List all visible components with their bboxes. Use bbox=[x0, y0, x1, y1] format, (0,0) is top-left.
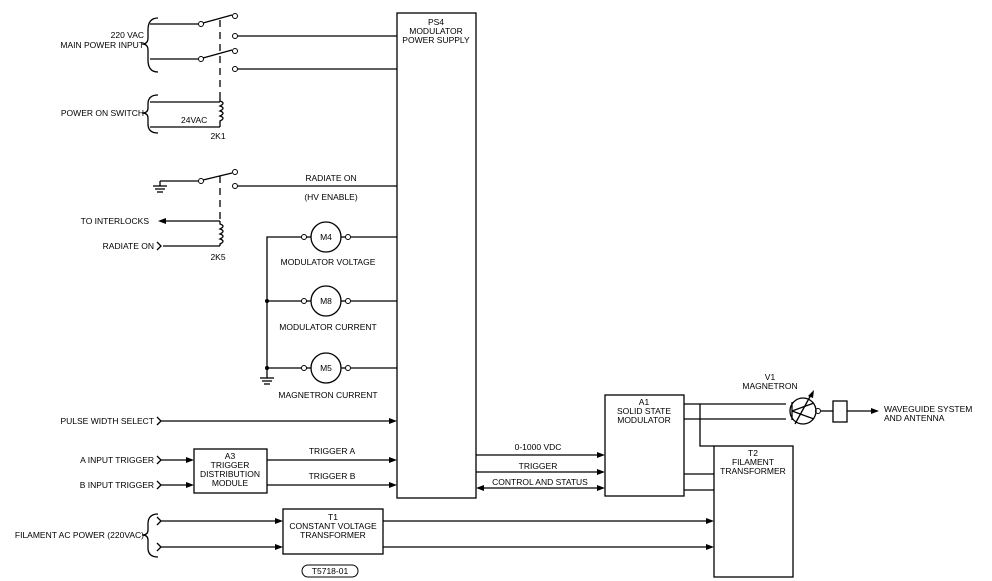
m8-label: MODULATOR CURRENT bbox=[279, 322, 376, 332]
a3-line-3: DISTRIBUTION bbox=[200, 469, 260, 479]
a1-line-2: SOLID STATE bbox=[617, 406, 671, 416]
ps4-to-a1-lines: 0-1000 VDC TRIGGER CONTROL AND STATUS bbox=[476, 442, 605, 491]
radiate-on-label: RADIATE ON bbox=[103, 241, 154, 251]
m4-name: M4 bbox=[320, 232, 332, 242]
k1-label: 2K1 bbox=[210, 131, 225, 141]
filament-ac-power-label: FILAMENT AC POWER (220VAC) bbox=[15, 530, 144, 540]
vac24-label: 24VAC bbox=[181, 115, 207, 125]
ps4-line-2: MODULATOR bbox=[409, 26, 463, 36]
trigger-label: TRIGGER bbox=[519, 461, 558, 471]
control-status-label: CONTROL AND STATUS bbox=[492, 477, 588, 487]
a1-line-3: MODULATOR bbox=[617, 415, 671, 425]
v1-label-1: V1 bbox=[765, 372, 776, 382]
waveguide-label-2: AND ANTENNA bbox=[884, 413, 945, 423]
k5-label: 2K5 bbox=[210, 252, 225, 262]
t1-to-t2-lines bbox=[383, 518, 714, 550]
b-input-trigger-label: B INPUT TRIGGER bbox=[80, 480, 154, 490]
t1-line-2: CONSTANT VOLTAGE bbox=[289, 521, 377, 531]
t2-line-1: T2 bbox=[748, 448, 758, 458]
to-interlocks-label: TO INTERLOCKS bbox=[81, 216, 150, 226]
ps4-block: PS4 MODULATOR POWER SUPPLY bbox=[396, 12, 477, 499]
main-power-label-2: MAIN POWER INPUT bbox=[60, 40, 144, 50]
a1-block: A1 SOLID STATE MODULATOR bbox=[604, 394, 685, 497]
ps4-line-3: POWER SUPPLY bbox=[402, 35, 470, 45]
hv-enable-label: (HV ENABLE) bbox=[304, 192, 358, 202]
a-input-trigger-label: A INPUT TRIGGER bbox=[80, 455, 154, 465]
m5-name: M5 bbox=[320, 363, 332, 373]
a3-line-4: MODULE bbox=[212, 478, 249, 488]
power-on-switch: POWER ON SWITCH 24VAC 2K1 bbox=[61, 94, 226, 141]
a3-block: A3 TRIGGER DISTRIBUTION MODULE bbox=[193, 448, 268, 494]
t1-line-3: TRANSFORMER bbox=[300, 530, 366, 540]
m4-label: MODULATOR VOLTAGE bbox=[281, 257, 376, 267]
trigger-b-label: TRIGGER B bbox=[309, 471, 356, 481]
t1-block: T1 CONSTANT VOLTAGE TRANSFORMER bbox=[282, 508, 384, 555]
a3-line-2: TRIGGER bbox=[211, 460, 250, 470]
waveguide-coupler bbox=[832, 400, 848, 423]
t2-block: T2 FILAMENT TRANSFORMER bbox=[713, 445, 794, 578]
t2-connections bbox=[684, 404, 714, 491]
waveguide-label-1: WAVEGUIDE SYSTEM bbox=[884, 404, 972, 414]
trigger-inputs: A INPUT TRIGGER B INPUT TRIGGER bbox=[80, 455, 194, 490]
pulse-width-select-label: PULSE WIDTH SELECT bbox=[60, 416, 154, 426]
figure-id: T5718-01 bbox=[301, 564, 359, 578]
meters: M4 MODULATOR VOLTAGE M8 MODULATOR CURREN… bbox=[260, 221, 397, 400]
t1-line-1: T1 bbox=[328, 512, 338, 522]
main-power-label-1: 220 VAC bbox=[111, 30, 144, 40]
m5-label: MAGNETRON CURRENT bbox=[278, 390, 377, 400]
a3-line-1: A3 bbox=[225, 451, 236, 461]
radiate-on-top-label: RADIATE ON bbox=[305, 173, 356, 183]
pulse-width-select: PULSE WIDTH SELECT bbox=[60, 416, 397, 426]
ps4-line-1: PS4 bbox=[428, 17, 444, 27]
v1-label-2: MAGNETRON bbox=[742, 381, 797, 391]
vdc-label: 0-1000 VDC bbox=[515, 442, 562, 452]
m8-name: M8 bbox=[320, 296, 332, 306]
trigger-lines: TRIGGER A TRIGGER B bbox=[267, 446, 397, 488]
t2-line-3: TRANSFORMER bbox=[720, 466, 786, 476]
magnetron: V1 MAGNETRON WAVEGUIDE SYSTEM AND ANTENN… bbox=[684, 372, 972, 425]
a1-line-1: A1 bbox=[639, 397, 650, 407]
trigger-a-label: TRIGGER A bbox=[309, 446, 356, 456]
radiate-on-circuit: RADIATE ON (HV ENABLE) TO INTERLOCKS RAD… bbox=[81, 169, 397, 262]
figure-id-label: T5718-01 bbox=[312, 566, 349, 576]
filament-ac-power: FILAMENT AC POWER (220VAC) bbox=[15, 513, 283, 558]
t2-line-2: FILAMENT bbox=[732, 457, 774, 467]
main-power-input: 220 VAC MAIN POWER INPUT bbox=[60, 13, 397, 98]
power-on-switch-label: POWER ON SWITCH bbox=[61, 108, 144, 118]
